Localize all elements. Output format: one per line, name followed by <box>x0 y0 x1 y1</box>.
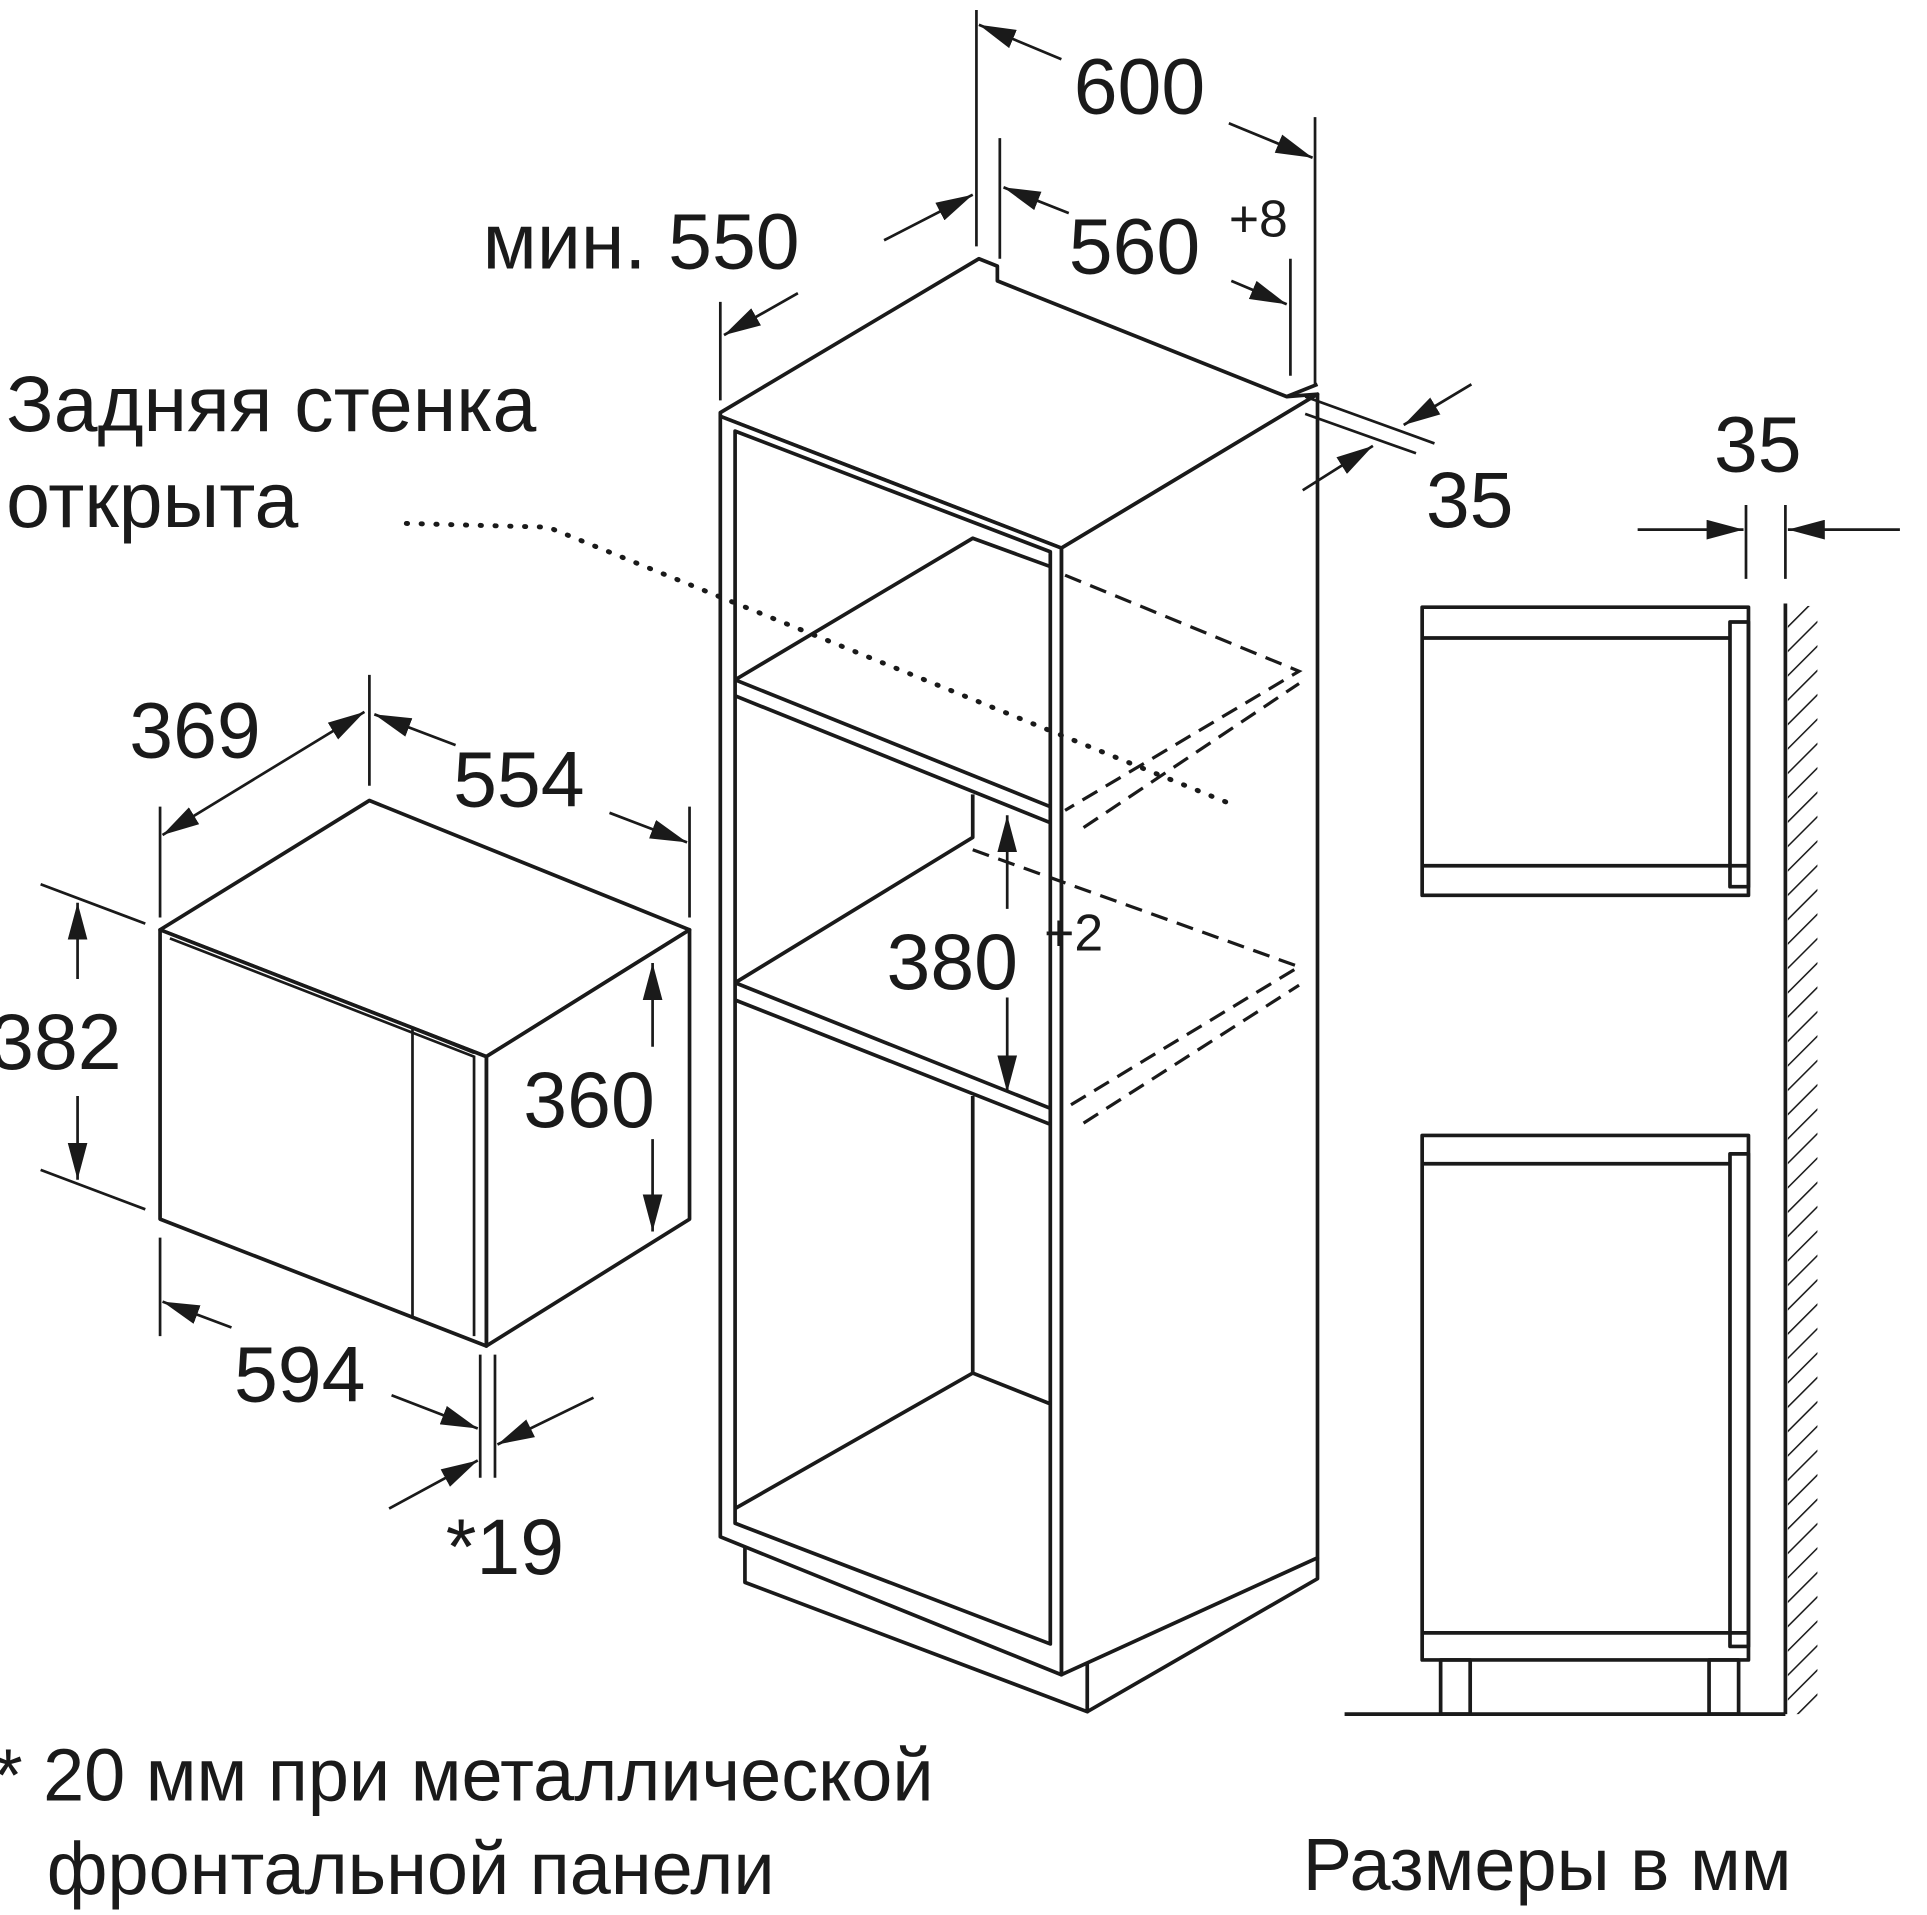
dim-niche-height-tolerance: +2 <box>1044 904 1103 962</box>
dim-niche-width-tolerance: +8 <box>1229 190 1288 248</box>
dim-microwave-depth: 369 <box>129 686 260 774</box>
dim-wall-gap: 35 <box>1714 401 1802 489</box>
dim-cabinet-depth: мин. 550 <box>483 198 800 286</box>
back-wall-pointer <box>403 521 1240 810</box>
units-note: Размеры в мм <box>1303 1823 1792 1906</box>
microwave-front <box>158 927 489 1348</box>
upper-shelf <box>734 678 1051 809</box>
footnote-line2: фронтальной панели <box>47 1827 775 1910</box>
microwave-drawing: 369 554 382 360 594 *19 <box>0 674 692 1591</box>
upper-cabinet-side <box>1420 605 1751 898</box>
wall-hatching <box>1787 605 1818 1715</box>
back-wall-label-line1: Задняя стенка <box>6 360 536 448</box>
cabinet-drawing: 600 мин. 550 560 +8 35 380 +2 Задняя сте… <box>6 10 1514 1714</box>
cabinet-leg <box>1707 1658 1741 1716</box>
dim-microwave-front-thickness: *19 <box>446 1503 564 1591</box>
dim-microwave-front-width: 594 <box>234 1330 365 1418</box>
back-wall-label-line2: открыта <box>6 456 298 544</box>
side-view-drawing: 35 <box>1344 401 1900 1716</box>
cabinet-leg <box>1438 1658 1473 1716</box>
dim-side-offset: 35 <box>1426 456 1514 544</box>
dim-niche-height: 380 <box>887 918 1018 1006</box>
microwave-front-frame <box>169 937 476 1337</box>
footnote-line1: * 20 мм при металлической <box>0 1733 934 1816</box>
dim-microwave-body-height: 360 <box>523 1056 654 1144</box>
dim-microwave-body-width: 554 <box>453 736 584 824</box>
dim-microwave-total-height: 382 <box>0 998 122 1086</box>
lower-cabinet-side <box>1420 1133 1751 1662</box>
dim-cabinet-width: 600 <box>1074 42 1205 130</box>
dim-niche-width: 560 <box>1069 203 1200 291</box>
